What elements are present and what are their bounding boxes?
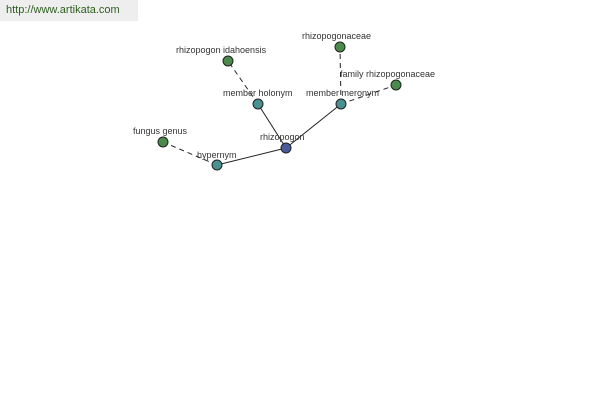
label-fungus-genus: fungus genus — [133, 126, 188, 136]
node-rhizopogonaceae[interactable] — [334, 41, 346, 53]
label-rhizopogon: rhizopogon — [260, 132, 305, 142]
node-rhizopogon[interactable] — [280, 142, 292, 154]
edges-layer — [162, 46, 397, 166]
label-rhizopogonaceae: rhizopogonaceae — [302, 31, 371, 41]
labels-layer: rhizopogon hypernym member holonym member m… — [133, 31, 435, 160]
node-fungus-genus[interactable] — [157, 136, 169, 148]
site-link[interactable]: http://www.artikata.com — [0, 0, 138, 21]
label-member-holonym: member holonym — [223, 88, 293, 98]
edge-hypernym-to-fungus-genus — [162, 141, 218, 166]
label-rhizopogon-idahoensis: rhizopogon idahoensis — [176, 45, 267, 55]
edge-rhizopogon-to-member-meronym — [285, 103, 342, 149]
edge-rhizopogon-to-hypernym — [216, 147, 287, 166]
edge-member-meronym-to-family-rhizopogonaceae — [340, 84, 397, 105]
node-member-meronym[interactable] — [335, 98, 347, 110]
label-member-meronym: member meronym — [306, 88, 379, 98]
label-family-rhizopogonaceae: family rhizopogonaceae — [340, 69, 435, 79]
label-hypernym: hypernym — [197, 150, 237, 160]
edge-member-meronym-to-rhizopogonaceae — [339, 46, 342, 105]
node-family-rhizopogonaceae[interactable] — [390, 79, 402, 91]
nodes-layer — [157, 41, 402, 171]
node-rhizopogon-idahoensis[interactable] — [222, 55, 234, 67]
edge-rhizopogon-to-member-holonym — [257, 103, 287, 149]
node-member-holonym[interactable] — [252, 98, 264, 110]
node-hypernym[interactable] — [211, 159, 223, 171]
